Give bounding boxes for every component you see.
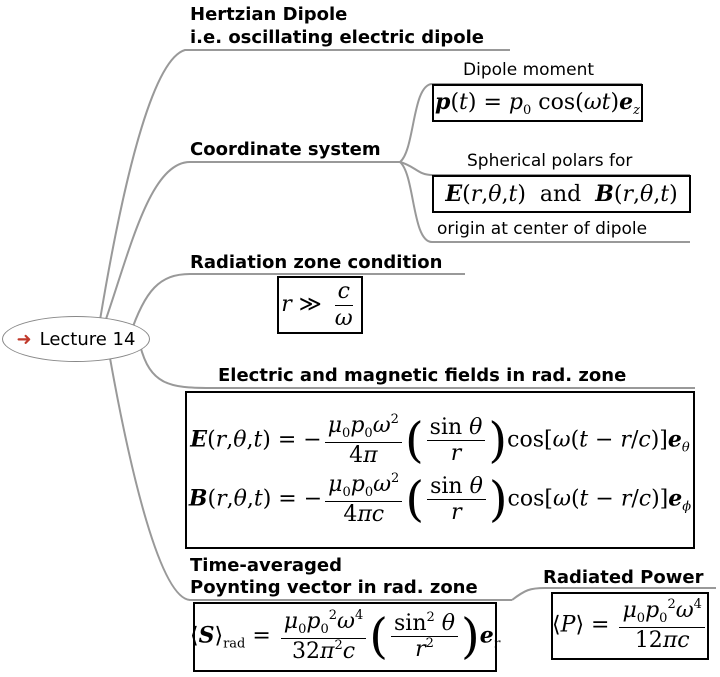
hertzian-title: Hertzian Dipole xyxy=(190,4,348,25)
time-averaged-label: Time-averaged xyxy=(190,555,342,576)
root-label: Lecture 14 xyxy=(39,328,136,350)
dipole-moment-label: Dipole moment xyxy=(463,60,595,80)
arrow-right-icon: ➜ xyxy=(16,328,32,350)
root-node[interactable]: ➜ Lecture 14 xyxy=(2,316,150,362)
radiated-power-label: Radiated Power xyxy=(543,567,704,588)
coordinate-system-label: Coordinate system xyxy=(190,139,381,160)
fields-label: Electric and magnetic fields in rad. zon… xyxy=(218,365,627,386)
poynting-label: Poynting vector in rad. zone xyxy=(190,577,478,598)
hertzian-subtitle: i.e. oscillating electric dipole xyxy=(190,27,484,48)
spherical-polars-label: Spherical polars for xyxy=(467,151,633,171)
radiation-zone-label: Radiation zone condition xyxy=(190,252,443,273)
origin-label: origin at center of dipole xyxy=(437,219,648,239)
field-functions-equation: E(r,θ,t) and B(r,θ,t) xyxy=(432,175,691,213)
dipole-moment-equation: p(t) = p0 cos(ωt)ez xyxy=(432,84,643,122)
